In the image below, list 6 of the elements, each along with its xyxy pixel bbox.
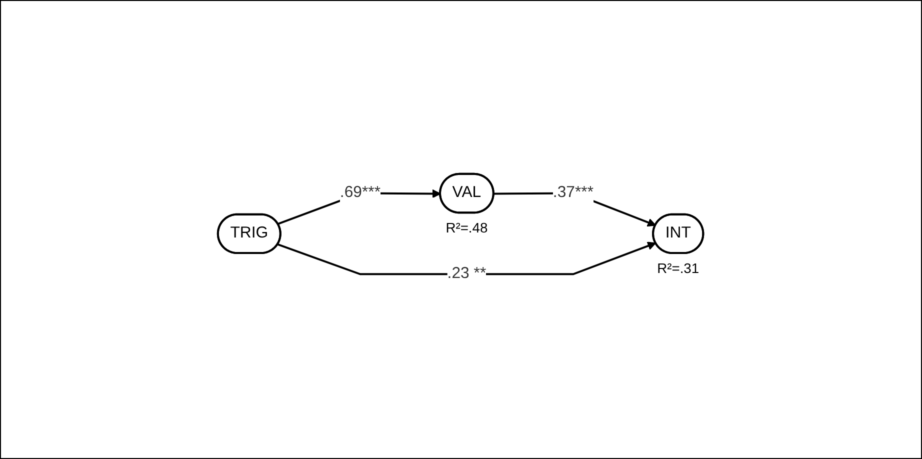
edge-label: .23 ** [448,264,487,282]
edge-label: .69*** [340,184,381,201]
r-squared-label: R²=.31 [658,259,700,276]
arrow [278,241,657,275]
edge-label: .37*** [553,184,594,201]
r-squared-label: R²=.48 [446,218,488,235]
